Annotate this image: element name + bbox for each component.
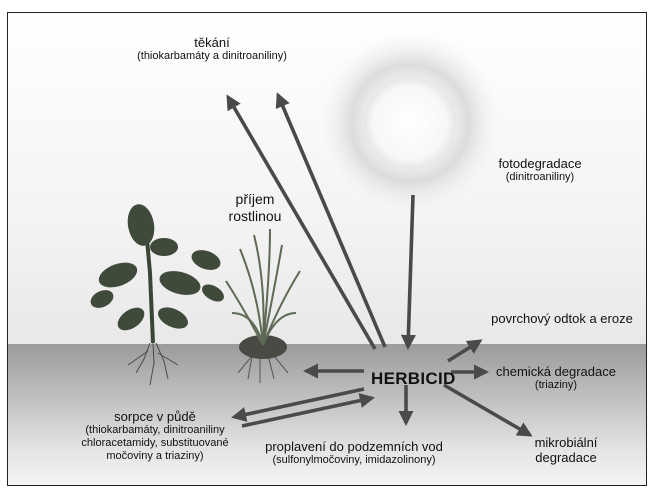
label-plant-uptake: příjem rostlinou — [213, 191, 297, 225]
volatilization-subtitle: (thiokarbamáty a dinitroaniliny) — [112, 50, 312, 63]
volatilization-title: těkání — [194, 35, 229, 50]
sorption-subtitle-3: močoviny a triaziny) — [40, 450, 270, 463]
label-sorption: sorpce v půdě (thiokarbamáty, dinitroani… — [40, 409, 270, 463]
microbial-degradation-line1: mikrobiální — [535, 435, 598, 450]
photodegradation-title: fotodegradace — [498, 156, 581, 171]
chemical-degradation-subtitle: (triaziny) — [490, 379, 622, 392]
label-microbial-degradation: mikrobiální degradace — [516, 435, 616, 465]
grass-plant-icon — [226, 229, 300, 383]
herbicide-label: HERBICID — [371, 369, 456, 389]
sorption-subtitle-2: chloracetamidy, substituované — [40, 437, 270, 450]
chemical-degradation-title: chemická degradace — [496, 364, 616, 379]
label-runoff: povrchový odtok a eroze — [476, 311, 647, 326]
runoff-title: povrchový odtok a eroze — [491, 311, 633, 326]
arrow-microbial-degradation — [444, 385, 530, 435]
diagram-frame: těkání (thiokarbamáty a dinitroaniliny) … — [7, 12, 647, 486]
sorption-subtitle-1: (thiokarbamáty, dinitroaniliny — [40, 424, 270, 437]
sun-icon — [312, 25, 508, 221]
label-volatilization: těkání (thiokarbamáty a dinitroaniliny) — [112, 35, 312, 63]
arrow-runoff — [448, 341, 480, 361]
label-photodegradation: fotodegradace (dinitroaniliny) — [480, 156, 600, 184]
label-chemical-degradation: chemická degradace (triaziny) — [490, 364, 622, 392]
microbial-degradation-line2: degradace — [535, 450, 596, 465]
label-leaching: proplavení do podzemních vod (sulfonylmo… — [248, 439, 460, 467]
broadleaf-plant-icon — [88, 202, 227, 385]
leaching-subtitle: (sulfonylmočoviny, imidazolinony) — [248, 454, 460, 467]
plant-uptake-line1: příjem — [236, 191, 275, 207]
sorption-title: sorpce v půdě — [114, 409, 196, 424]
plant-uptake-line2: rostlinou — [229, 208, 282, 224]
leaching-title: proplavení do podzemních vod — [265, 439, 443, 454]
photodegradation-subtitle: (dinitroaniliny) — [480, 171, 600, 184]
